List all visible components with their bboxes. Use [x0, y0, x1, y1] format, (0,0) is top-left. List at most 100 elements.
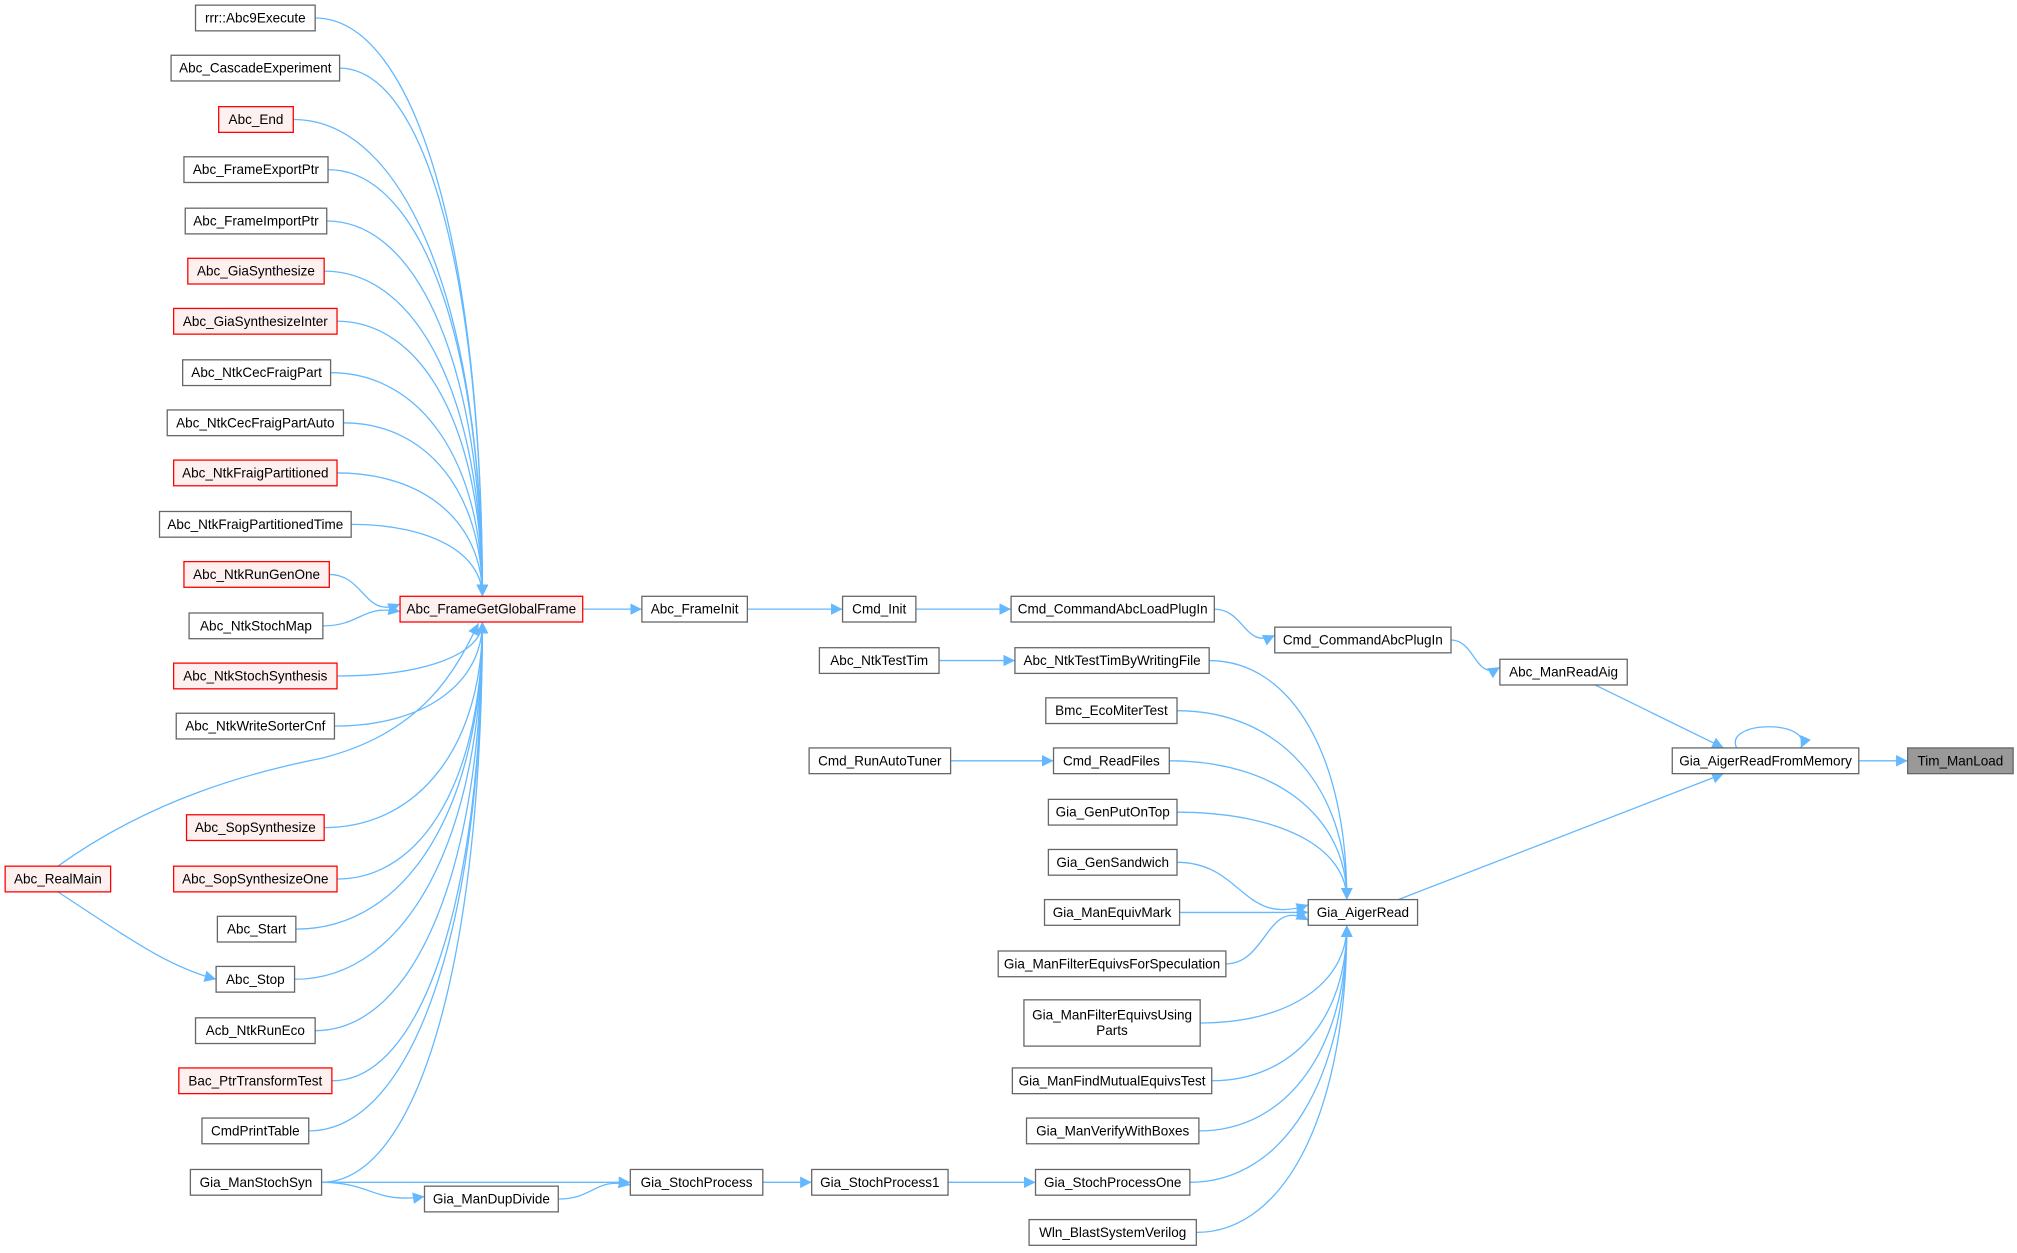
node-mem[interactable]: Gia_ManEquivMark	[1043, 898, 1181, 926]
node-casc[interactable]: Abc_CascadeExperiment	[170, 54, 341, 82]
node-box	[1043, 898, 1181, 926]
node-sp[interactable]: Gia_StochProcess	[629, 1168, 764, 1196]
node-mra[interactable]: Abc_ManReadAig	[1499, 658, 1628, 686]
node-box	[1045, 697, 1178, 725]
node-mfes[interactable]: Gia_ManFilterEquivsForSpeculation	[997, 950, 1227, 978]
node-gsyni[interactable]: Abc_GiaSynthesizeInter	[173, 307, 338, 335]
node-gpot[interactable]: Gia_GenPutOnTop	[1047, 798, 1178, 826]
node-rgen[interactable]: Abc_NtkRunGenOne	[183, 560, 330, 588]
node-stop[interactable]: Abc_Stop	[215, 965, 296, 993]
node-spo[interactable]: Gia_StochProcessOne	[1034, 1168, 1191, 1196]
node-box	[175, 712, 336, 740]
edge-sop-to-ggf	[324, 622, 489, 829]
node-box	[1307, 898, 1419, 926]
node-box	[818, 647, 940, 675]
node-label-line: Gia_ManFilterEquivsUsing	[1032, 1008, 1192, 1023]
node-wsort[interactable]: Abc_NtkWriteSorterCnf	[175, 712, 336, 740]
node-box	[841, 595, 917, 623]
edge-wln-to-ar	[1196, 925, 1353, 1234]
node-label: Gia_StochProcess1	[820, 1175, 939, 1190]
node-cecp[interactable]: Abc_NtkCecFraigPart	[182, 359, 332, 387]
node-box	[216, 915, 297, 943]
node-realmain[interactable]: Abc_RealMain	[4, 865, 112, 893]
node-cecpa[interactable]: Abc_NtkCecFraigPartAuto	[166, 409, 345, 437]
node-dupdiv[interactable]: Gia_ManDupDivide	[423, 1185, 559, 1213]
node-label: Gia_ManVerifyWithBoxes	[1036, 1123, 1189, 1138]
edge-fpartt-to-ggf	[351, 523, 489, 597]
node-label: Abc_ManReadAig	[1509, 665, 1618, 680]
node-label: rrr::Abc9Execute	[205, 10, 306, 25]
node-ggf[interactable]: Abc_FrameGetGlobalFrame	[399, 595, 584, 623]
node-ar[interactable]: Gia_AigerRead	[1307, 898, 1419, 926]
node-label: Acb_NtkRunEco	[206, 1023, 305, 1038]
node-rrr[interactable]: rrr::Abc9Execute	[194, 4, 316, 32]
node-box	[1010, 595, 1215, 623]
node-smap[interactable]: Abc_NtkStochMap	[188, 612, 324, 640]
node-nttw[interactable]: Abc_NtkTestTimByWritingFile	[1014, 647, 1210, 675]
edge-cecpa-to-ggf	[343, 422, 489, 597]
node-box	[183, 156, 329, 184]
node-finit[interactable]: Abc_FrameInit	[641, 595, 749, 623]
node-label: Gia_ManFindMutualEquivsTest	[1019, 1073, 1206, 1088]
node-plugin[interactable]: Cmd_CommandAbcPlugIn	[1274, 626, 1452, 654]
node-sp1[interactable]: Gia_StochProcess1	[811, 1168, 949, 1196]
node-box	[188, 612, 324, 640]
node-box	[187, 257, 325, 285]
node-mfme[interactable]: Gia_ManFindMutualEquivsTest	[1011, 1067, 1213, 1095]
node-wln[interactable]: Wln_BlastSystemVerilog	[1028, 1218, 1197, 1246]
node-fpart[interactable]: Abc_NtkFraigPartitioned	[173, 459, 338, 487]
node-label: Gia_ManFilterEquivsForSpeculation	[1004, 956, 1220, 971]
node-gsyn[interactable]: Abc_GiaSynthesize	[187, 257, 325, 285]
node-rf[interactable]: Cmd_ReadFiles	[1052, 747, 1170, 775]
node-end[interactable]: Abc_End	[218, 106, 294, 134]
edge-arfm-to-arfm	[1734, 726, 1811, 749]
node-box	[641, 595, 749, 623]
node-bac[interactable]: Bac_PtrTransformTest	[178, 1067, 333, 1095]
node-start[interactable]: Abc_Start	[216, 915, 297, 943]
node-loadp[interactable]: Cmd_CommandAbcLoadPlugIn	[1010, 595, 1215, 623]
node-label: Abc_NtkWriteSorterCnf	[185, 719, 325, 734]
node-tim[interactable]: Tim_ManLoad	[1907, 747, 2014, 775]
node-box	[185, 814, 325, 842]
node-label: Abc_GiaSynthesizeInter	[183, 314, 328, 329]
node-fexp[interactable]: Abc_FrameExportPtr	[183, 156, 329, 184]
node-mvwb[interactable]: Gia_ManVerifyWithBoxes	[1025, 1117, 1200, 1145]
edge-fimp-to-ggf	[326, 220, 489, 597]
edges-layer	[57, 17, 1908, 1234]
edge-fpart-to-ggf	[337, 472, 489, 597]
node-bmc[interactable]: Bmc_EcoMiterTest	[1045, 697, 1178, 725]
node-label: Gia_StochProcessOne	[1044, 1175, 1181, 1190]
node-mss[interactable]: Gia_ManStochSyn	[189, 1168, 323, 1196]
node-acb[interactable]: Acb_NtkRunEco	[194, 1017, 316, 1045]
node-box	[1052, 747, 1170, 775]
edge-acb-to-ggf	[315, 622, 489, 1032]
node-box	[182, 359, 332, 387]
node-ntt[interactable]: Abc_NtkTestTim	[818, 647, 940, 675]
node-label: Abc_GiaSynthesize	[197, 264, 315, 279]
edge-plugin-to-mra	[1450, 639, 1501, 679]
node-sop[interactable]: Abc_SopSynthesize	[185, 814, 325, 842]
node-label: Abc_NtkRunGenOne	[193, 567, 320, 582]
edge-spo-to-ar	[1189, 925, 1353, 1183]
edge-mss-to-dupdiv	[321, 1181, 425, 1204]
edge-rrr-to-ggf	[315, 17, 489, 597]
edge-wsort-to-ggf	[334, 622, 489, 727]
node-arfm[interactable]: Gia_AigerReadFromMemory	[1671, 747, 1860, 775]
edge-smap-to-ggf	[322, 603, 401, 627]
edge-mss-to-ggf	[321, 622, 489, 1183]
node-cinit[interactable]: Cmd_Init	[841, 595, 917, 623]
node-fimp[interactable]: Abc_FrameImportPtr	[184, 207, 328, 235]
node-ssyn[interactable]: Abc_NtkStochSynthesis	[173, 662, 338, 690]
node-cpt[interactable]: CmdPrintTable	[201, 1117, 310, 1145]
node-label: Gia_ManDupDivide	[433, 1192, 550, 1207]
node-gsw[interactable]: Gia_GenSandwich	[1047, 848, 1178, 876]
node-box	[184, 207, 328, 235]
node-label: Abc_Stop	[226, 972, 285, 987]
node-sop1[interactable]: Abc_SopSynthesizeOne	[173, 865, 338, 893]
node-rat[interactable]: Cmd_RunAutoTuner	[808, 747, 952, 775]
node-label: Abc_SopSynthesizeOne	[182, 872, 328, 887]
node-fpartt[interactable]: Abc_NtkFraigPartitionedTime	[158, 510, 352, 538]
node-label: Bmc_EcoMiterTest	[1055, 703, 1168, 718]
